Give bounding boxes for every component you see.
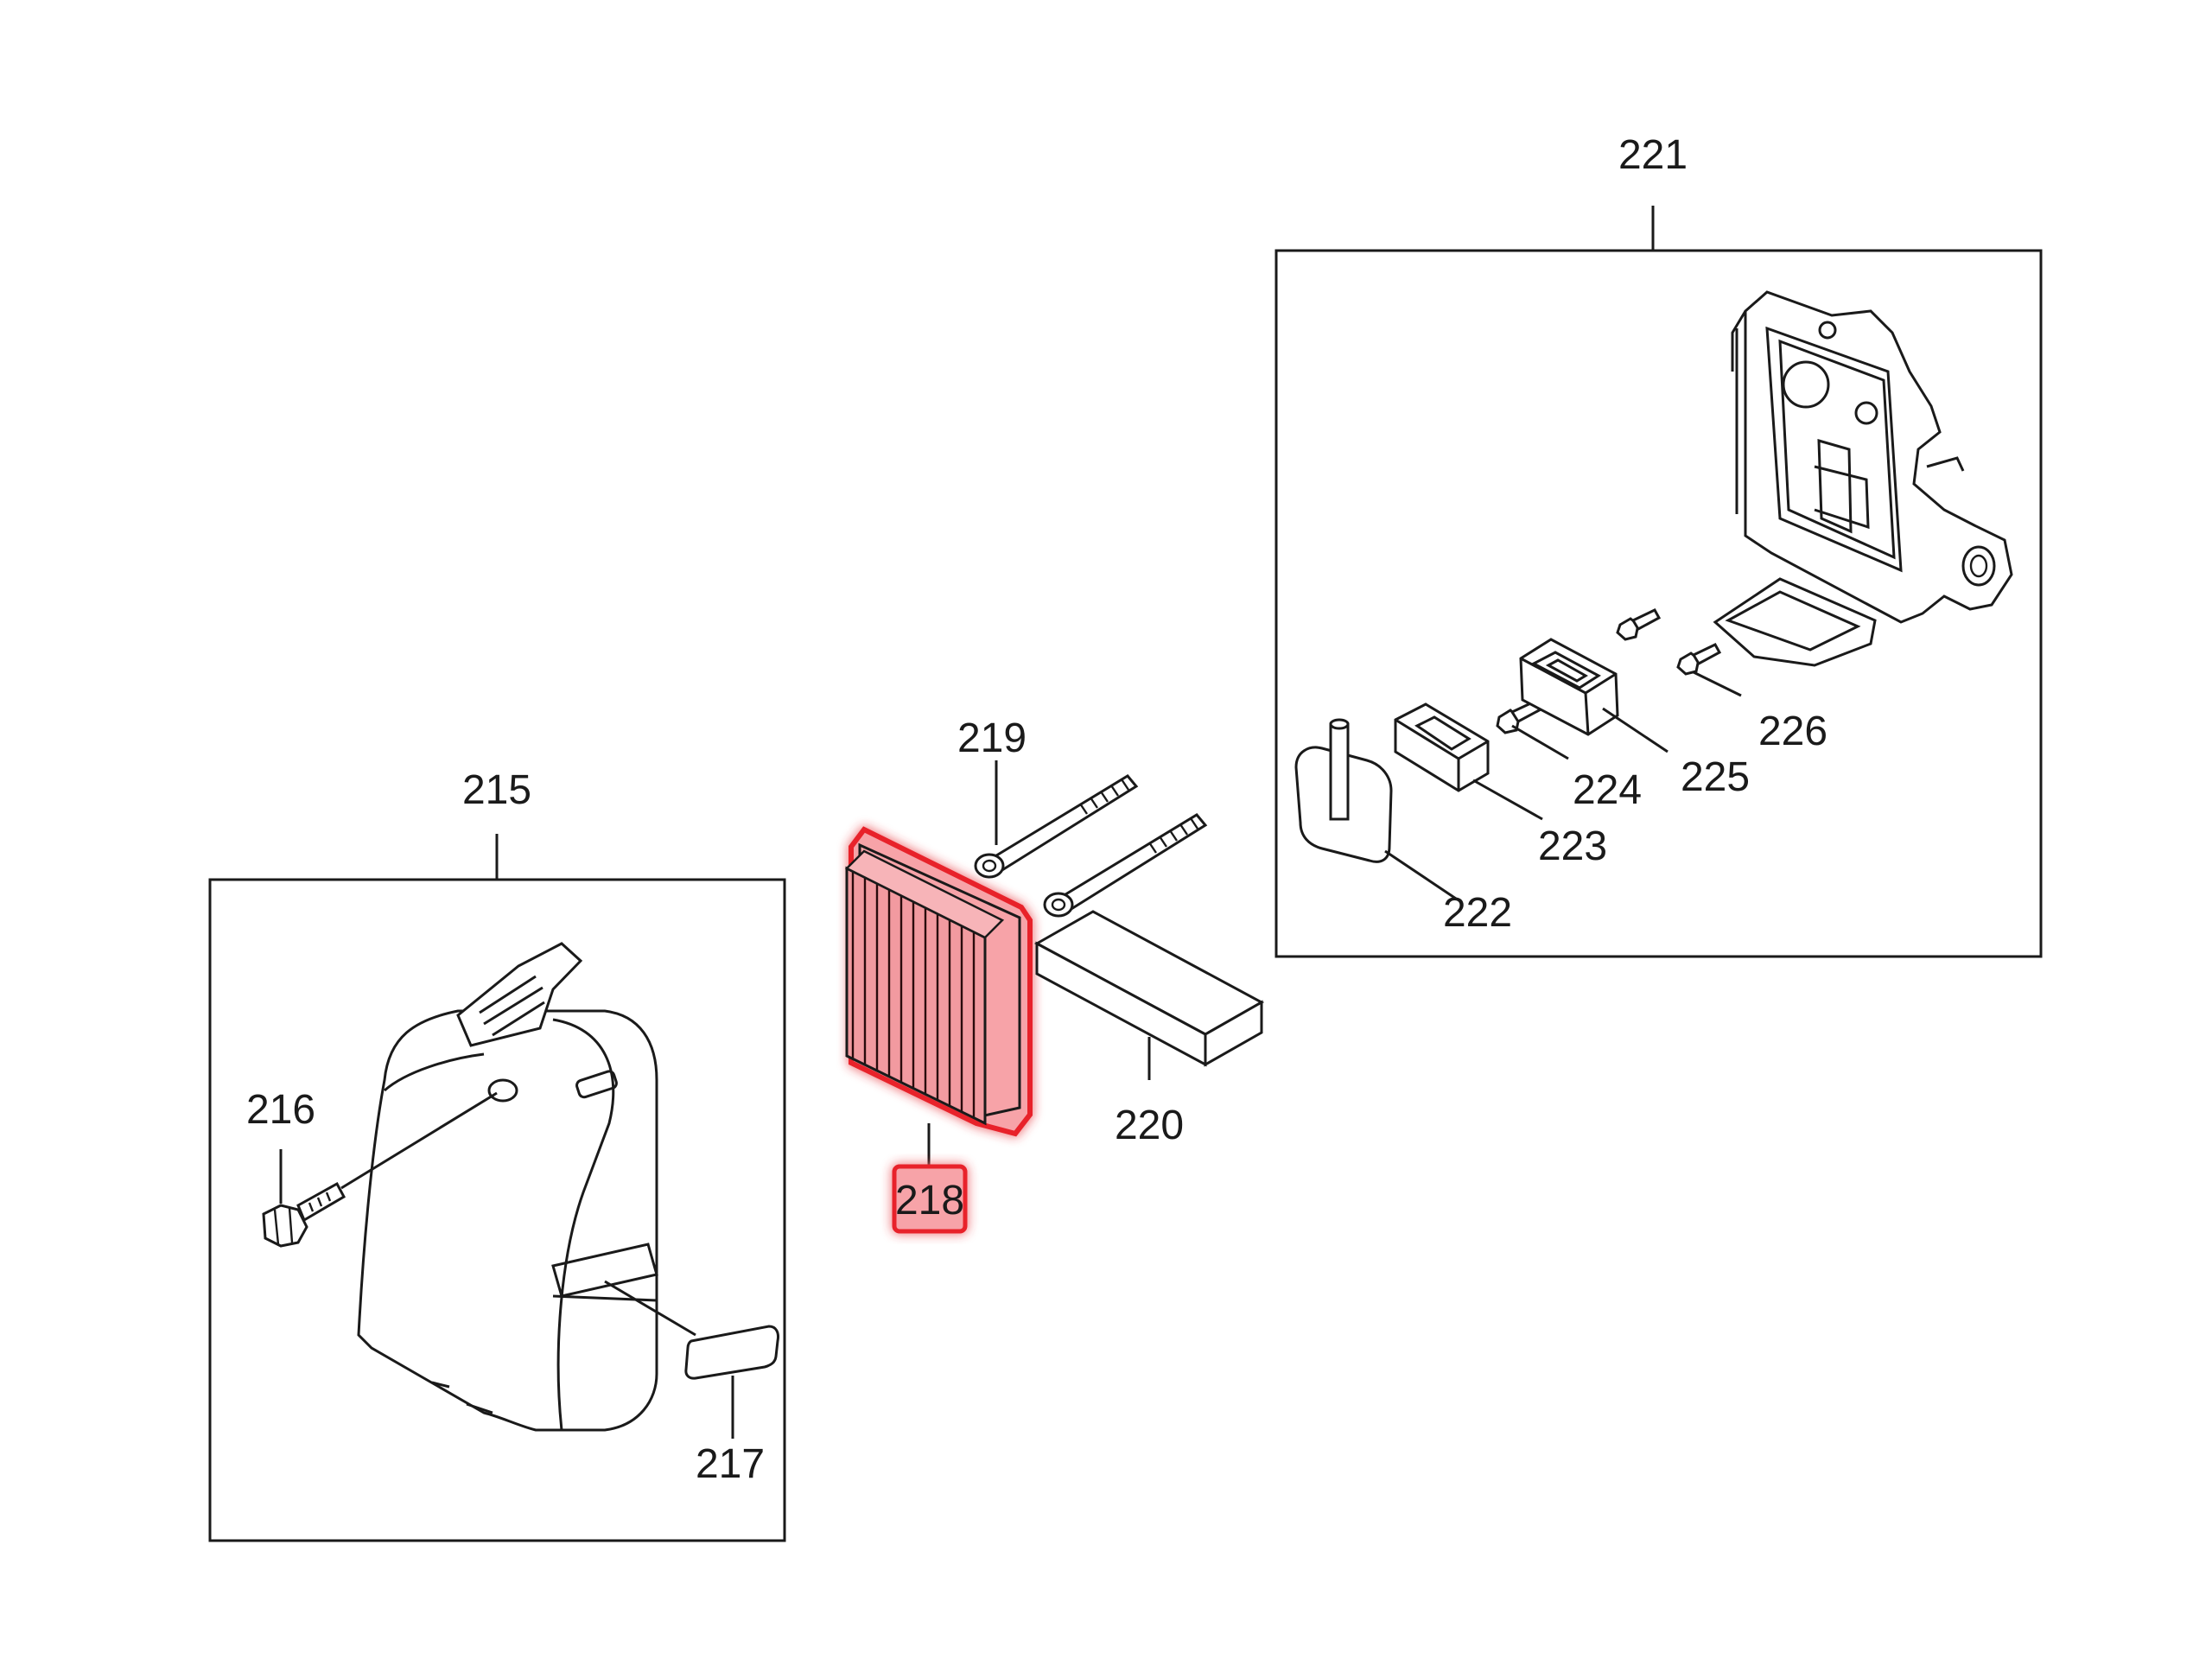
screws-226 [1616, 608, 1742, 697]
label-216: 216 [246, 1087, 315, 1133]
label-225: 225 [1681, 754, 1750, 800]
air-filter-218 [844, 826, 1033, 1184]
bolts-219 [974, 760, 1208, 918]
label-218-highlight: 218 [892, 1164, 968, 1234]
part-labels: 215 216 217 218 219 220 221 222 223 224 … [246, 132, 1827, 1487]
air-cleaner-cover [357, 942, 658, 1432]
label-215: 215 [462, 767, 531, 813]
sponge-223 [1394, 702, 1543, 821]
sponge-filter-220 [1033, 910, 1265, 1080]
label-217: 217 [696, 1441, 765, 1487]
assembly-box-221 [1274, 206, 2043, 958]
choke-plate-222 [1294, 718, 1457, 900]
label-226: 226 [1758, 709, 1827, 754]
label-221: 221 [1618, 132, 1688, 178]
label-223: 223 [1538, 823, 1607, 869]
air-cleaner-base [1713, 290, 2013, 667]
screw-216 [262, 1091, 498, 1248]
label-plate-217 [604, 1280, 779, 1439]
label-220: 220 [1115, 1103, 1184, 1148]
label-224: 224 [1573, 767, 1642, 813]
grommet-225 [1519, 638, 1669, 753]
assembly-box-215 [208, 834, 786, 1542]
label-219: 219 [957, 715, 1027, 761]
label-218: 218 [895, 1178, 964, 1224]
label-222: 222 [1443, 890, 1512, 936]
